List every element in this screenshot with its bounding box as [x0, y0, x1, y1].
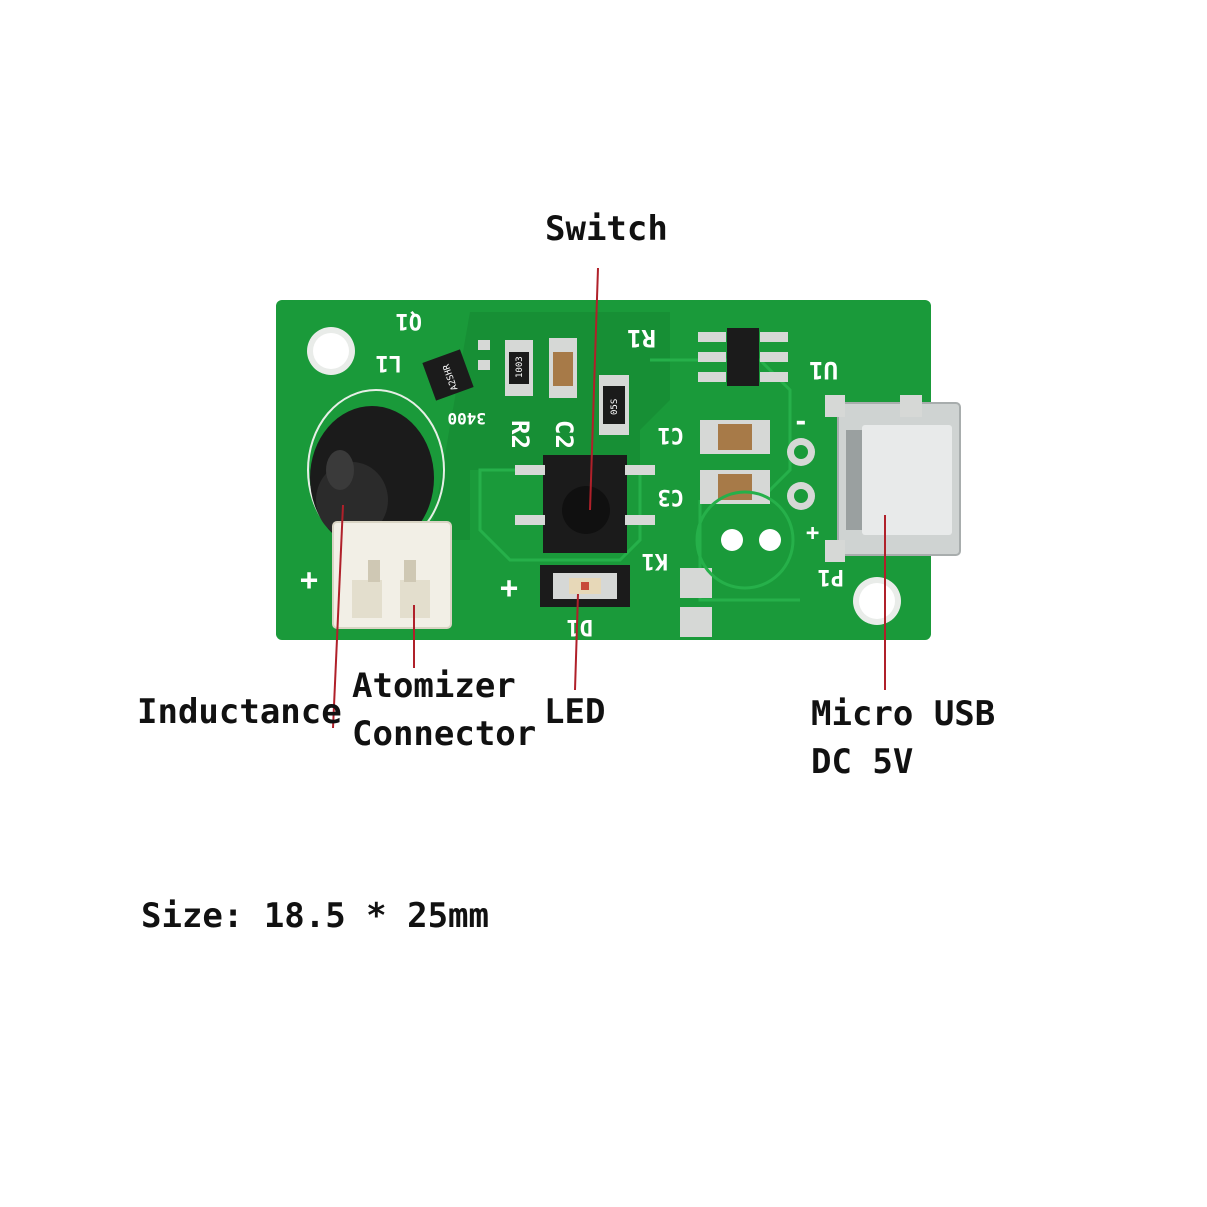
- silk-ref-k1: K1: [642, 548, 669, 573]
- silk-code-3400: 3400: [447, 409, 486, 428]
- callout-line-inductance: [332, 504, 344, 729]
- callout-label-inductance: Inductance: [137, 692, 342, 732]
- size-note: Size: 18.5 * 25mm: [141, 896, 489, 936]
- silk-ref-l1: L1: [376, 350, 403, 375]
- callout-line-switch: [589, 267, 599, 511]
- pcb-trace: [698, 500, 800, 602]
- silk-ref-d1: D1: [567, 614, 594, 639]
- callout-label-atomizer: Atomizer: [352, 666, 516, 706]
- transistor-q1: [422, 349, 474, 401]
- tact-switch-button: [562, 486, 610, 534]
- silk-minus-usb: -: [793, 407, 809, 437]
- silk-code-1003: 1003: [515, 356, 525, 378]
- pad: [680, 607, 712, 637]
- pad: [680, 568, 712, 598]
- callout-label-connector: Connector: [352, 714, 537, 754]
- silk-ref-c1: C1: [658, 422, 685, 447]
- callout-label-dc-5v: DC 5V: [811, 742, 914, 782]
- callout-line-led: [574, 593, 579, 691]
- silk-ref-q1: Q1: [396, 308, 423, 333]
- silk-plus-connector: +: [300, 563, 318, 598]
- silk-plus-led: +: [500, 571, 518, 606]
- silk-code-05s: 05S: [610, 399, 620, 415]
- callout-label-led: LED: [544, 692, 606, 732]
- via: [759, 529, 781, 551]
- silk-ref-p1: P1: [818, 564, 845, 589]
- silk-ref-r1: R1: [627, 324, 656, 352]
- silk-ref-c3: C3: [658, 484, 685, 509]
- silk-ref-u1: U1: [809, 356, 838, 384]
- callout-label-switch: Switch: [545, 209, 668, 249]
- ic-u1: [727, 328, 759, 386]
- via: [721, 529, 743, 551]
- silk-ref-r2: R2: [506, 420, 534, 449]
- callout-label-micro-usb: Micro USB: [811, 694, 996, 734]
- silk-ref-c2: C2: [550, 420, 578, 449]
- silk-plus-usb: +: [806, 521, 819, 546]
- atomizer-connector-housing: [332, 521, 452, 629]
